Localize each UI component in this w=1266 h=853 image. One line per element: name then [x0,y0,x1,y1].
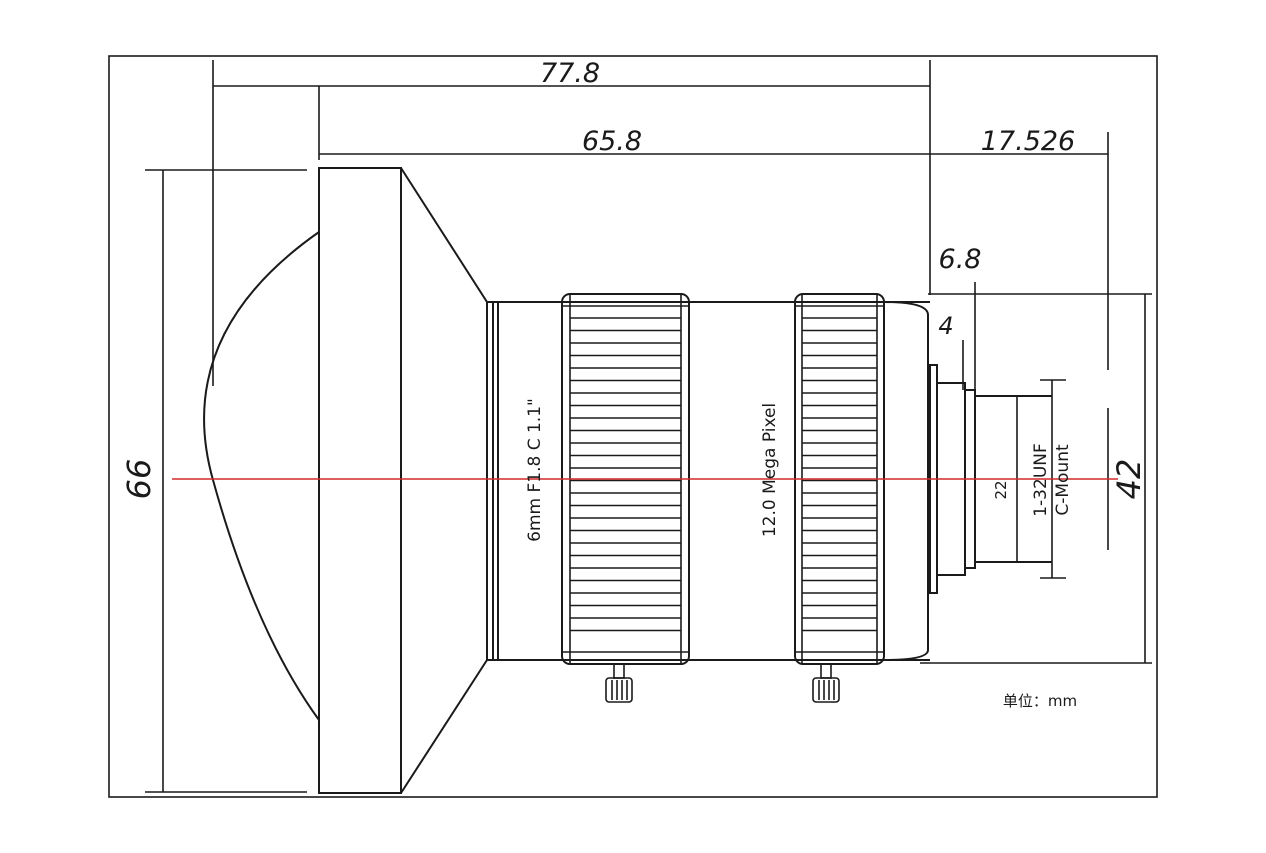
locking-screw-left [605,663,633,703]
dim-overall-length: 77.8 [540,58,600,89]
locking-screw-right [812,663,840,703]
dimension-lines [145,60,1152,793]
dim-barrel-diameter: 42 [1110,459,1148,500]
dim-front-diameter: 66 [120,459,158,500]
front-taper [400,167,488,794]
rear-cap [883,301,929,661]
dim-flange-step-b: 4 [938,312,953,340]
mount-type-label: C-Mount [1053,444,1073,516]
mount-thread [975,395,1052,563]
lens-spec-label: 6mm F1.8 C 1.1" [525,398,545,542]
megapixel-label: 12.0 Mega Pixel [760,403,780,537]
focus-ring-knurl [570,317,681,632]
iris-ring-knurl [802,317,877,632]
dim-back-focal: 17.526 [981,126,1075,157]
unit-label: 单位：mm [1003,692,1077,710]
drawing-frame [108,55,1158,798]
dim-flange-step-a: 6.8 [939,244,982,275]
front-dome [203,231,320,721]
thread-spec-label: 1-32UNF [1031,443,1051,517]
dim-thread-diameter: 22 [992,480,1010,499]
front-ring [318,167,402,794]
dim-body-length: 65.8 [582,126,642,157]
